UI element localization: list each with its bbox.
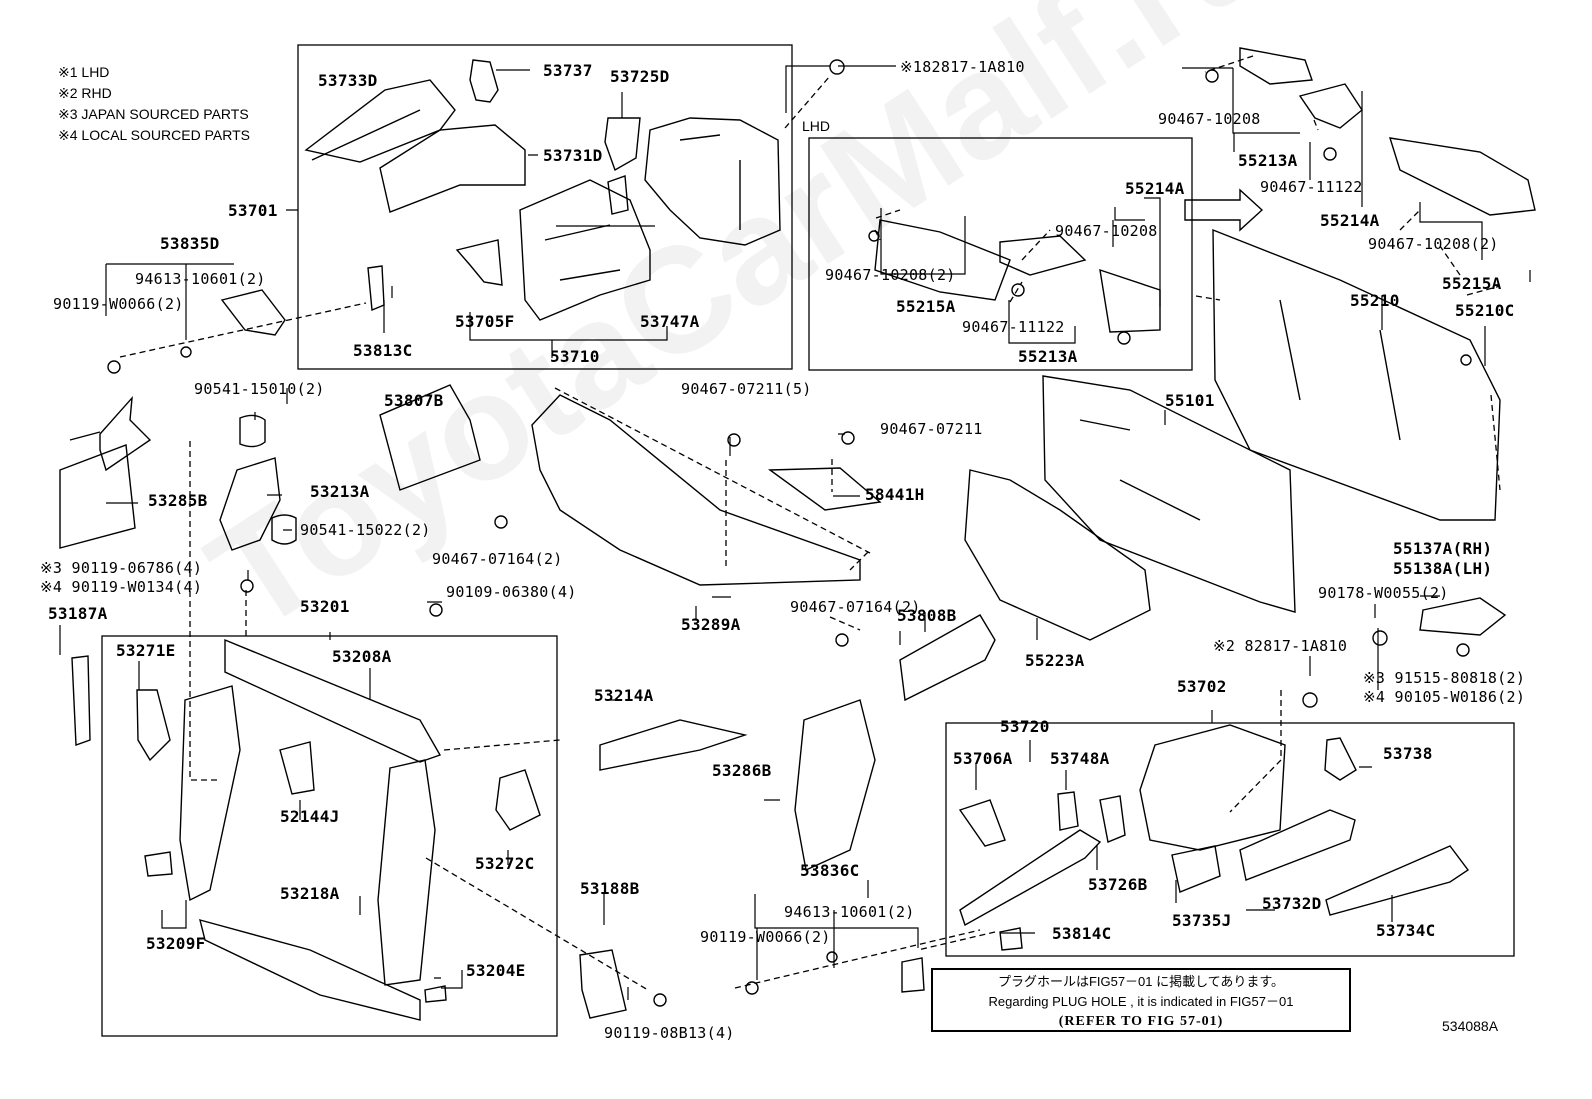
group-box-lhd (808, 137, 1193, 371)
part-label[interactable]: 53289A (681, 615, 741, 634)
part-label[interactable]: 90109-06380(4) (446, 583, 577, 601)
part-label[interactable]: 55214A (1320, 211, 1380, 230)
part-label[interactable]: 90467-07211 (880, 420, 983, 438)
part-label[interactable]: 53271E (116, 641, 176, 660)
part-label[interactable]: 55138A(LH) (1393, 559, 1493, 578)
part-label[interactable]: 94613-10601(2) (784, 903, 915, 921)
part-label[interactable]: 53187A (48, 604, 108, 623)
part-label[interactable]: ※182817-1A810 (900, 58, 1025, 76)
part-sketches (59, 47, 1536, 1021)
part-label[interactable]: ※3 90119-06786(4) (40, 559, 203, 577)
part-label[interactable]: 55213A (1238, 151, 1298, 170)
part-label[interactable]: 53747A (640, 312, 700, 331)
legend-item: ※3 JAPAN SOURCED PARTS (58, 106, 249, 122)
part-label[interactable]: 90119-08B13(4) (604, 1024, 735, 1042)
part-label[interactable]: 53209F (146, 934, 206, 953)
part-label[interactable]: 53720 (1000, 717, 1050, 736)
part-label[interactable]: 53835D (160, 234, 220, 253)
part-label[interactable]: 90467-07211(5) (681, 380, 812, 398)
part-label[interactable]: 53725D (610, 67, 670, 86)
part-label[interactable]: 52144J (280, 807, 340, 826)
part-label[interactable]: 90467-10208 (1158, 110, 1261, 128)
part-label[interactable]: 53731D (543, 146, 603, 165)
part-label[interactable]: 90541-15010(2) (194, 380, 325, 398)
part-label[interactable]: 90467-11122 (1260, 178, 1363, 196)
part-label[interactable]: 90467-11122 (962, 318, 1065, 336)
part-label[interactable]: 53732D (1262, 894, 1322, 913)
part-label[interactable]: 90541-15022(2) (300, 521, 431, 539)
part-label[interactable]: 53204E (466, 961, 526, 980)
part-label[interactable]: 53208A (332, 647, 392, 666)
part-label[interactable]: ※2 82817-1A810 (1213, 637, 1348, 655)
part-label[interactable]: 90467-10208(2) (1368, 235, 1499, 253)
part-label[interactable]: 55215A (896, 297, 956, 316)
part-label[interactable]: 53737 (543, 61, 593, 80)
part-label[interactable]: 53285B (148, 491, 208, 510)
note-box: プラグホールはFIG57－01 に掲載してあります。 Regarding PLU… (931, 968, 1351, 1032)
part-label[interactable]: 53748A (1050, 749, 1110, 768)
figure-id: 534088A (1442, 1018, 1499, 1034)
part-label[interactable]: 53808B (897, 606, 957, 625)
part-label[interactable]: 90467-07164(2) (432, 550, 563, 568)
part-label[interactable]: 55213A (1018, 347, 1078, 366)
part-label[interactable]: 55101 (1165, 391, 1215, 410)
note-english: Regarding PLUG HOLE , it is indicated in… (988, 994, 1294, 1009)
part-label[interactable]: 90119-W0066(2) (53, 295, 184, 313)
group-box-53702 (945, 722, 1515, 957)
part-label[interactable]: 53286B (712, 761, 772, 780)
lhd-box-title: LHD (802, 118, 831, 134)
legend: ※1 LHD ※2 RHD ※3 JAPAN SOURCED PARTS ※4 … (58, 62, 250, 146)
part-label[interactable]: 53201 (300, 597, 350, 616)
part-label[interactable]: 55223A (1025, 651, 1085, 670)
part-label[interactable]: 53710 (550, 347, 600, 366)
part-label[interactable]: 90467-10208(2) (825, 266, 956, 284)
part-label[interactable]: ※3 91515-80818(2) (1363, 669, 1526, 687)
legend-item: ※2 RHD (58, 85, 112, 101)
note-reference[interactable]: (REFER TO FIG 57-01) (1058, 1014, 1224, 1029)
legend-item: ※4 LOCAL SOURCED PARTS (58, 127, 250, 143)
part-label[interactable]: 53726B (1088, 875, 1148, 894)
part-label[interactable]: 53272C (475, 854, 535, 873)
part-label[interactable]: 53702 (1177, 677, 1227, 696)
note-japanese: プラグホールはFIG57－01 に掲載してあります。 (997, 974, 1285, 989)
part-label[interactable]: 53807B (384, 391, 444, 410)
part-label[interactable]: 58441H (865, 485, 925, 504)
part-label[interactable]: 53813C (353, 341, 413, 360)
part-label[interactable]: ※4 90105-W0186(2) (1363, 688, 1526, 706)
part-label[interactable]: 55210C (1455, 301, 1515, 320)
group-box-53701 (297, 44, 793, 370)
part-label[interactable]: ※4 90119-W0134(4) (40, 578, 203, 596)
part-label[interactable]: 53213A (310, 482, 370, 501)
part-label[interactable]: 53701 (228, 201, 278, 220)
part-label[interactable]: 55214A (1125, 179, 1185, 198)
part-label[interactable]: 53733D (318, 71, 378, 90)
part-label[interactable]: 53188B (580, 879, 640, 898)
part-label[interactable]: 90467-10208 (1055, 222, 1158, 240)
part-label[interactable]: 53218A (280, 884, 340, 903)
part-label[interactable]: 90467-07164(2) (790, 598, 921, 616)
part-label[interactable]: 55210 (1350, 291, 1400, 310)
part-label[interactable]: 53738 (1383, 744, 1433, 763)
part-label[interactable]: 53214A (594, 686, 654, 705)
part-label[interactable]: 53705F (455, 312, 515, 331)
leader-lines (59, 65, 1531, 1000)
legend-item: ※1 LHD (58, 64, 110, 80)
part-label[interactable]: 55215A (1442, 274, 1502, 293)
part-label[interactable]: 90178-W0055(2) (1318, 584, 1449, 602)
part-label[interactable]: 53836C (800, 861, 860, 880)
dashed-leaders (119, 55, 1501, 991)
part-label[interactable]: 55137A(RH) (1393, 539, 1493, 558)
part-label[interactable]: 53734C (1376, 921, 1436, 940)
part-label[interactable]: 90119-W0066(2) (700, 928, 831, 946)
part-label[interactable]: 94613-10601(2) (135, 270, 266, 288)
part-label[interactable]: 53735J (1172, 911, 1232, 930)
part-label[interactable]: 53706A (953, 749, 1013, 768)
part-label[interactable]: 53814C (1052, 924, 1112, 943)
